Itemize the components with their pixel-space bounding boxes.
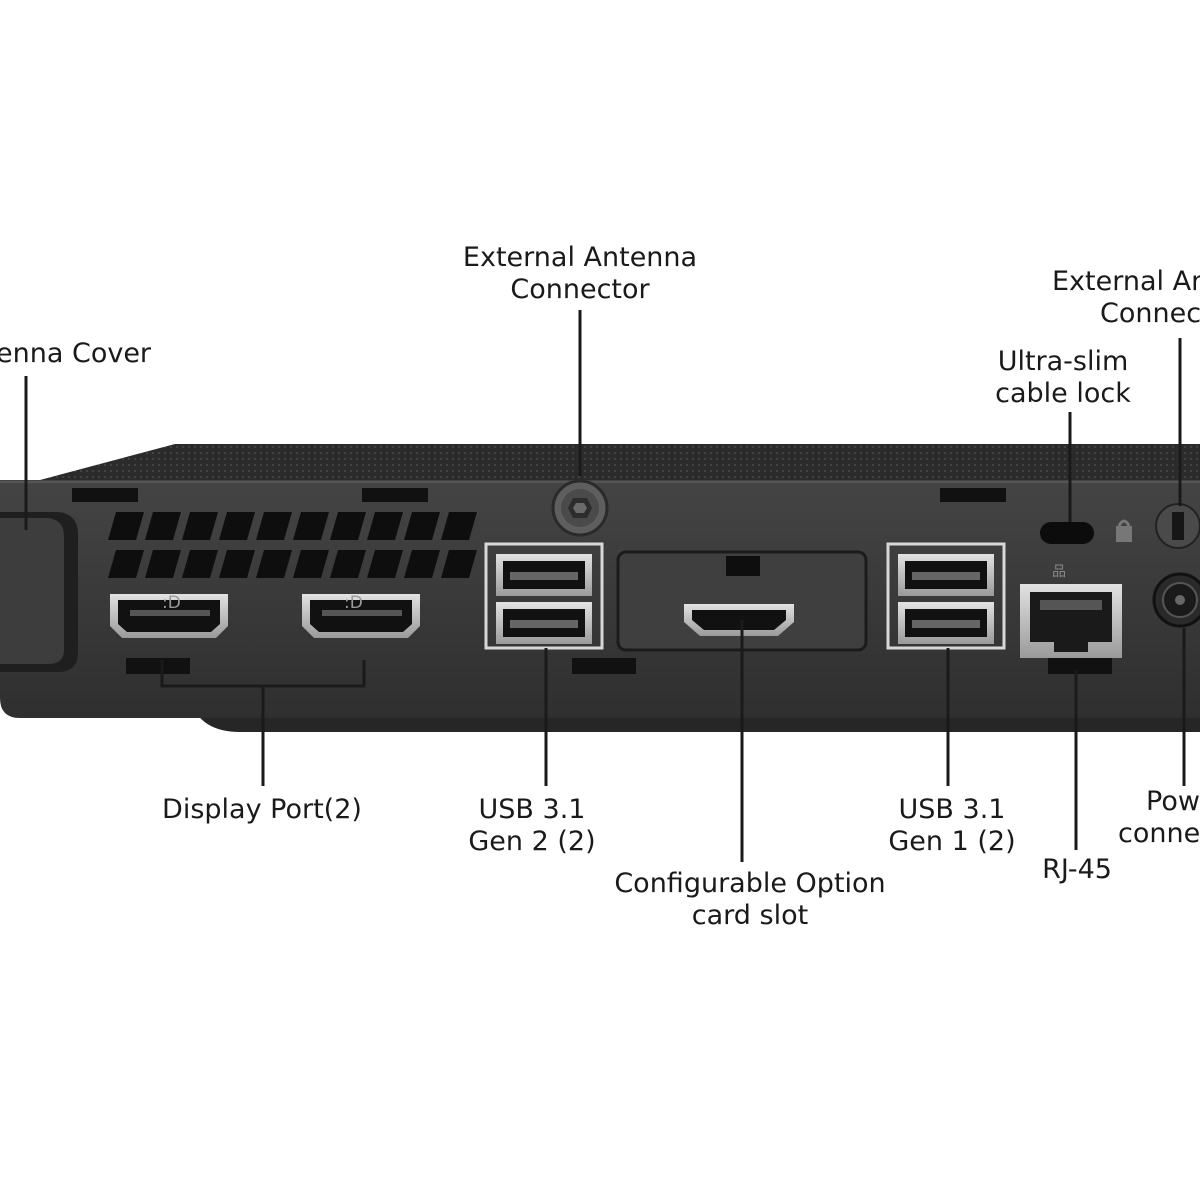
label-antenna-cover: enna Cover	[0, 338, 151, 370]
label-display-port-line1: Display Port(2)	[162, 794, 362, 825]
label-option-card-slot-line1: Configurable Option	[614, 868, 886, 899]
right-antenna-connector	[1155, 503, 1200, 549]
label-rj45-line1: RJ-45	[1042, 854, 1112, 885]
vent-slot	[367, 550, 403, 578]
vent-slot	[108, 550, 144, 578]
vent-slot	[145, 512, 181, 540]
label-power-line1: Pow	[1146, 786, 1200, 817]
label-rj45: RJ-45	[1022, 854, 1132, 886]
vent-slot	[330, 550, 366, 578]
label-option-card-slot-line2: card slot	[691, 900, 809, 931]
display-port-2: :D	[302, 593, 420, 638]
label-usb-gen2-line2: Gen 2 (2)	[468, 826, 596, 857]
label-external-antenna-connector-right: External An Connec	[1052, 266, 1200, 330]
vent-grille	[108, 512, 477, 578]
vent-slot	[256, 512, 292, 540]
vent-slot	[108, 512, 144, 540]
vent-slot	[441, 550, 477, 578]
svg-text::D: :D	[344, 593, 363, 613]
vent-slot	[293, 512, 329, 540]
vent-slot	[219, 512, 255, 540]
vent-slot	[367, 512, 403, 540]
vent-slot	[330, 512, 366, 540]
chassis-top-mesh	[30, 444, 1200, 482]
label-usb-gen1-line1: USB 3.1	[898, 794, 1006, 825]
vent-slot	[404, 550, 440, 578]
label-usb-gen2: USB 3.1 Gen 2 (2)	[452, 794, 612, 858]
vent-slot	[293, 550, 329, 578]
label-external-antenna-right-line2: Connec	[1100, 298, 1200, 329]
svg-text:品: 品	[1052, 564, 1066, 580]
cable-lock-slot	[1040, 519, 1132, 544]
label-display-port: Display Port(2)	[152, 794, 372, 826]
antenna-cover	[0, 512, 78, 672]
vent-slot	[441, 512, 477, 540]
vent-slot	[256, 550, 292, 578]
label-usb-gen2-line1: USB 3.1	[478, 794, 586, 825]
vent-slot	[219, 550, 255, 578]
label-cable-lock-line2: cable lock	[995, 378, 1131, 409]
vent-slot	[182, 550, 218, 578]
usb-gen1-group	[886, 542, 1006, 650]
power-connector	[1152, 572, 1200, 628]
callout-lines	[24, 310, 1186, 862]
option-card-slot	[616, 550, 868, 652]
label-antenna-cover-line1: enna Cover	[0, 338, 152, 369]
label-cable-lock: Ultra-slim cable lock	[980, 346, 1146, 410]
vent-slot	[182, 512, 218, 540]
vent-slot	[145, 550, 181, 578]
label-external-antenna-connector: External Antenna Connector	[458, 242, 702, 306]
label-external-antenna-right-line1: External An	[1052, 266, 1200, 297]
display-port-1: :D	[110, 593, 228, 638]
label-power-connector: Pow conne	[1118, 786, 1200, 850]
label-external-antenna-line1: External Antenna	[462, 242, 698, 273]
top-antenna-screw	[551, 479, 609, 537]
label-option-card-slot: Configurable Option card slot	[600, 868, 900, 932]
label-power-line2: conne	[1118, 818, 1200, 849]
label-cable-lock-line1: Ultra-slim	[997, 346, 1129, 377]
label-usb-gen1-line2: Gen 1 (2)	[888, 826, 1016, 857]
label-external-antenna-line2: Connector	[510, 274, 650, 305]
label-usb-gen1: USB 3.1 Gen 1 (2)	[872, 794, 1032, 858]
svg-text::D: :D	[162, 593, 181, 613]
rj45-port: 品	[1020, 564, 1122, 658]
vent-slot	[404, 512, 440, 540]
usb-gen2-group	[484, 542, 604, 650]
